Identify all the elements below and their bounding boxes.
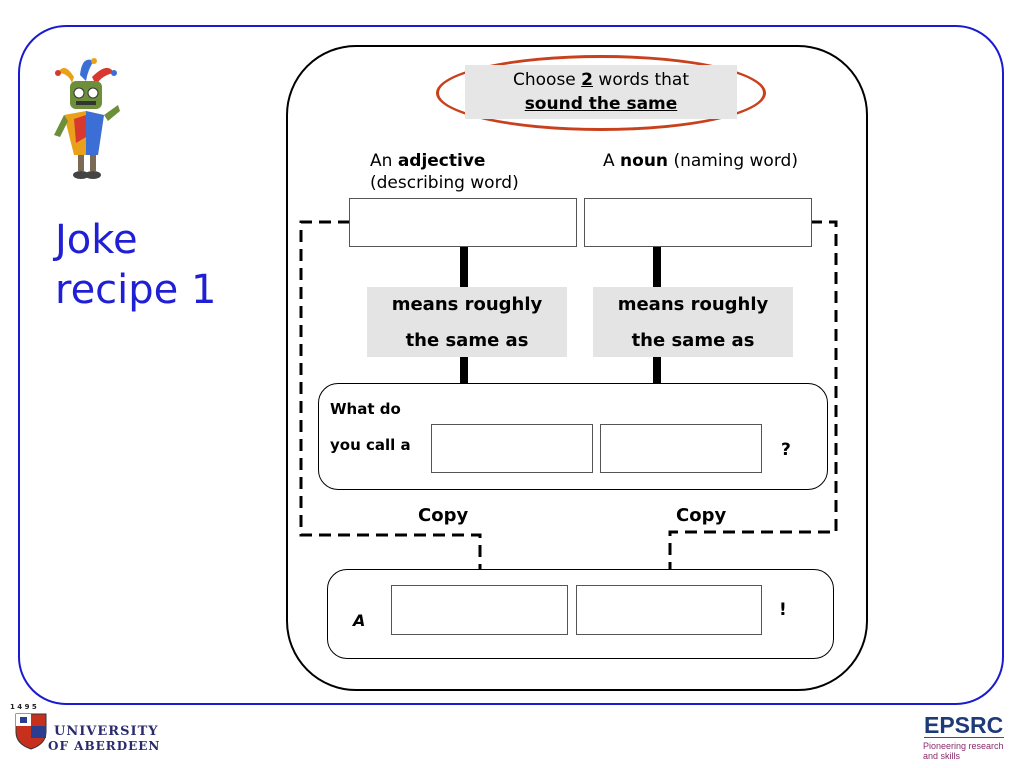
answer-start: A [353,611,366,630]
instruction-box: Choose 2 words that sound the same [465,65,737,119]
slide-frame [18,25,1004,705]
university-name-line1: UNIVERSITY [54,724,159,739]
answer-input-1[interactable] [391,585,568,635]
instruction-line2: sound the same [524,94,678,114]
epsrc-tagline: Pioneering research and skills [923,741,1004,761]
aberdeen-crest-icon [15,713,47,750]
question-mark: ? [781,440,791,460]
answer-exclamation: ! [779,600,787,620]
instruction-line1: Choose 2 words that [513,70,689,90]
slide-title: Joke recipe 1 [55,217,217,313]
university-name-line2: OF ABERDEEN [48,739,161,753]
instruction-oval [436,55,766,131]
noun-label: A noun (naming word) [603,151,798,171]
copy-label-left: Copy [418,505,469,526]
question-line2: you call a [330,436,411,454]
means-right-box: means roughly the same as [593,287,793,357]
means-left-box: means roughly the same as [367,287,567,357]
question-line1: What do [330,400,401,418]
adjective-input-box[interactable] [349,198,577,247]
question-input-1[interactable] [431,424,593,473]
epsrc-logo: EPSRC [924,712,1004,738]
answer-input-2[interactable] [576,585,762,635]
noun-input-box[interactable] [584,198,812,247]
recipe-panel [286,45,868,691]
copy-label-right: Copy [676,505,727,526]
epsrc-divider [924,737,1004,738]
crest-year: 1 4 9 5 [10,703,37,711]
question-input-2[interactable] [600,424,762,473]
jester-icon [54,58,120,179]
adjective-label: An adjective (describing word) [370,151,519,193]
